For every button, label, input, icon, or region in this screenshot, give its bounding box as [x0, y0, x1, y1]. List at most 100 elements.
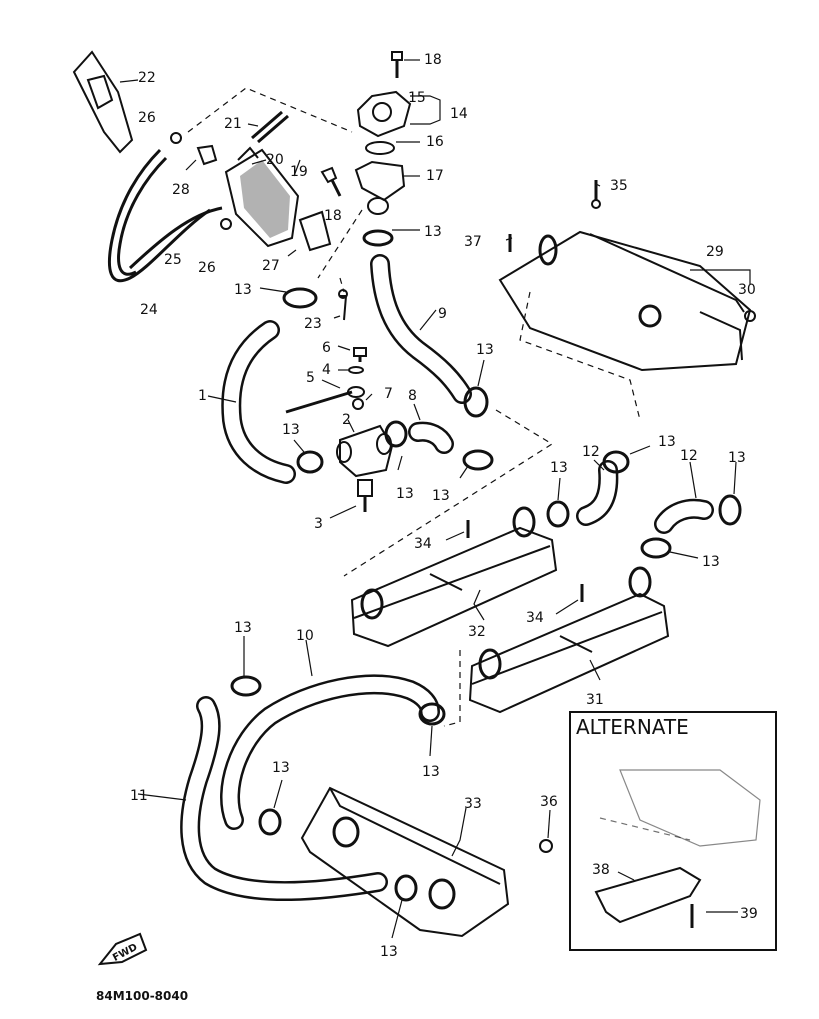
label-5: 5: [306, 370, 315, 386]
label-18-top: 18: [424, 52, 442, 68]
sender-3: [357, 479, 373, 512]
label-1: 1: [198, 388, 207, 404]
cooler-32: [350, 506, 558, 648]
leader-lines: [119, 59, 751, 939]
clamp-13-cooler31: [640, 537, 672, 559]
hose-10: [220, 674, 440, 830]
label-9: 9: [438, 306, 447, 322]
nut-30: [744, 310, 756, 322]
label-13-housing: 13: [424, 224, 442, 240]
label-13-bottom: 13: [380, 944, 398, 960]
clamp-13-right: [602, 450, 630, 474]
label-21: 21: [224, 116, 242, 132]
dashed-guides-top: [187, 87, 363, 293]
label-27: 27: [262, 258, 280, 274]
part-labels: 1 2 3 4 5 6 7 8 9 10 11 12 12 13 13 13 1…: [130, 52, 758, 960]
label-16: 16: [426, 134, 444, 150]
label-3: 3: [314, 516, 323, 532]
cooler-31: [468, 566, 670, 714]
label-13-h10b: 13: [422, 764, 440, 780]
label-29: 29: [706, 244, 724, 260]
label-13-right: 13: [658, 434, 676, 450]
label-10: 10: [296, 628, 314, 644]
label-13-c31: 13: [702, 554, 720, 570]
label-30: 30: [738, 282, 756, 298]
hose-1: [221, 320, 296, 484]
bolt-23: [338, 289, 348, 321]
label-12-left: 12: [582, 444, 600, 460]
hose-21: [251, 110, 289, 144]
alternate-title: ALTERNATE: [576, 715, 689, 739]
cooler-29: [498, 230, 752, 372]
label-33: 33: [464, 796, 482, 812]
clamp-13-hose9: [463, 386, 489, 418]
label-13-joint-b: 13: [396, 486, 414, 502]
clamp-13-cooler33: [258, 808, 418, 902]
bolt-6: [353, 347, 367, 362]
label-13-c33: 13: [272, 760, 290, 776]
joint-2: [336, 424, 394, 478]
label-13-far: 13: [728, 450, 746, 466]
bracket-27: [298, 210, 332, 252]
bolt-18-top: [391, 51, 403, 78]
hose-8: [408, 421, 454, 454]
hose-25: [128, 206, 223, 270]
clamp-26-28: [170, 132, 232, 230]
hose-12-left: [576, 460, 619, 526]
bolt-35: [591, 180, 601, 209]
label-34-lower: 34: [526, 610, 544, 626]
clamp-13-mid: [462, 449, 494, 471]
clamp-13-hose10: [230, 675, 446, 726]
label-2: 2: [342, 412, 351, 428]
label-22: 22: [138, 70, 156, 86]
clamp-13-cooler32: [546, 500, 570, 528]
wire-5: [285, 386, 365, 414]
label-37: 37: [464, 234, 482, 250]
label-35: 35: [610, 178, 628, 194]
label-11: 11: [130, 788, 148, 804]
label-18-side: 18: [324, 208, 342, 224]
label-20: 20: [266, 152, 284, 168]
tank-bracket-22: [72, 50, 134, 154]
nut-7: [352, 398, 364, 410]
label-23: 23: [304, 316, 322, 332]
label-38: 38: [592, 862, 610, 878]
label-8: 8: [408, 388, 417, 404]
hose-11: [180, 696, 388, 901]
label-26-top: 26: [138, 110, 156, 126]
alternate-box: [569, 711, 777, 951]
hose-9: [370, 254, 472, 404]
gasket-16: [365, 141, 395, 155]
label-13-tank: 13: [234, 282, 252, 298]
label-13-h10: 13: [234, 620, 252, 636]
cooler-33: [300, 786, 510, 938]
label-36: 36: [540, 794, 558, 810]
label-15: 15: [408, 90, 426, 106]
clamp-13-housing: [362, 229, 394, 247]
bolt-18-side: [320, 166, 342, 197]
clamp-13-far-right: [718, 494, 742, 526]
label-13-mid: 13: [432, 488, 450, 504]
label-12-right: 12: [680, 448, 698, 464]
clamp-13-tank: [282, 287, 318, 309]
label-39: 39: [740, 906, 758, 922]
label-26-bottom: 26: [198, 260, 216, 276]
label-19: 19: [290, 164, 308, 180]
breather-hose-24: [108, 148, 211, 283]
housing-17: [354, 160, 406, 215]
label-13: 13: [476, 342, 494, 358]
label-13-joint: 13: [282, 422, 300, 438]
diagram-code: 84M100-8040: [96, 989, 188, 1003]
clamp-13-joint-left: [296, 450, 324, 474]
washer-4: [348, 366, 364, 374]
label-17: 17: [426, 168, 444, 184]
fwd-arrow-icon: [97, 932, 148, 966]
dashed-guides-cooler: [343, 291, 641, 577]
label-14: 14: [450, 106, 468, 122]
label-31: 31: [586, 692, 604, 708]
label-28: 28: [172, 182, 190, 198]
label-4: 4: [322, 362, 331, 378]
hose-12-right: [654, 498, 714, 534]
